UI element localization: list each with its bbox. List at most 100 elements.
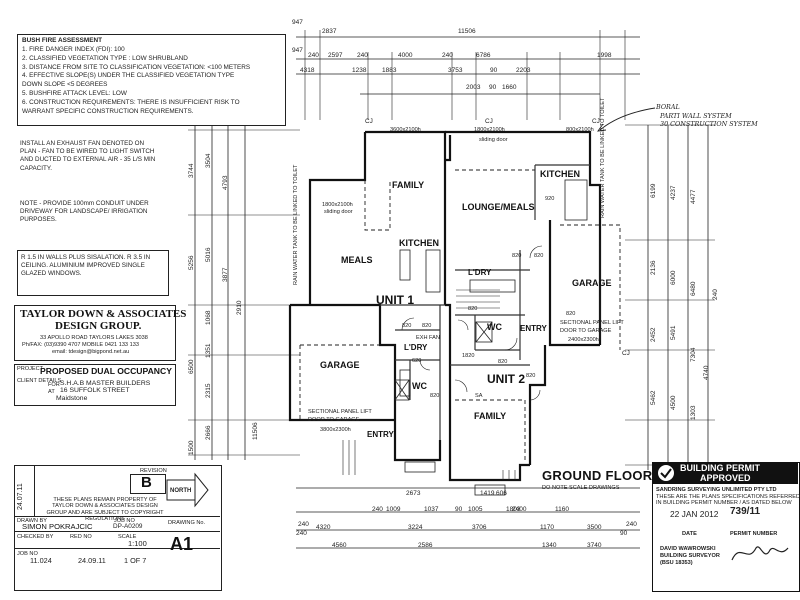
drawing-label: DRAWING No. bbox=[168, 520, 206, 526]
door-code: 820 bbox=[526, 373, 536, 379]
firm-name-line2: DESIGN GROUP. bbox=[55, 320, 142, 332]
room-lounge-meals: LOUNGE/MEALS bbox=[462, 202, 535, 212]
firm-block bbox=[14, 305, 176, 361]
insulation-note: R 1.5 IN WALLS PLUS SISALATION. R 3.5 IN… bbox=[21, 254, 151, 278]
dimension-left: 1351 bbox=[205, 343, 212, 358]
title-block bbox=[14, 465, 222, 591]
room-wc-2: WC bbox=[487, 322, 502, 332]
room-wc-1: WC bbox=[412, 381, 427, 391]
dimension-top: 1660 bbox=[502, 84, 517, 91]
job2-label: JOB NO bbox=[17, 551, 38, 557]
dimension-top: 240 bbox=[442, 52, 453, 59]
window-annotation-2: 3600x2100h bbox=[390, 127, 421, 133]
dimension-bottom: 240 bbox=[372, 506, 383, 513]
dimension-left: 2666 bbox=[205, 425, 212, 440]
dimension-top: 947 bbox=[292, 47, 303, 54]
red-label: RED NO bbox=[70, 534, 92, 540]
boral-note-line3: 30 CONSTRUCTION SYSTEM bbox=[660, 120, 758, 128]
exhaust-fan-note: INSTALL AN EXHAUST FAN DENOTED ON PLAN -… bbox=[20, 140, 156, 172]
window-annotation-4: 800x2100h bbox=[566, 127, 594, 133]
project-block bbox=[14, 364, 176, 406]
project-builder: S.H.A.B MASTER BUILDERS bbox=[60, 380, 151, 387]
dimension-left: 5256 bbox=[188, 255, 195, 270]
dimension-top: 240 bbox=[308, 52, 319, 59]
dimension-top: 6786 bbox=[476, 52, 491, 59]
room-family-1: FAMILY bbox=[392, 180, 425, 190]
date2-value: 24.09.11 bbox=[78, 556, 106, 565]
room-family-2: FAMILY bbox=[474, 411, 507, 421]
dimension-right: 6199 bbox=[650, 183, 657, 198]
title-block-divider-2 bbox=[14, 531, 220, 532]
door-code: 820 bbox=[468, 306, 478, 312]
unit2-label: UNIT 2 bbox=[487, 372, 526, 386]
sliding-door-2: sliding door bbox=[479, 137, 508, 143]
plan-title: GROUND FLOOR bbox=[542, 468, 653, 483]
dimension-bottom: 90 bbox=[455, 506, 463, 513]
title-block-divider-v bbox=[34, 465, 35, 516]
scale-value: 1:100 bbox=[128, 539, 147, 548]
dimension-left: 3744 bbox=[188, 163, 195, 178]
bushfire-line: 6. CONSTRUCTION REQUIREMENTS: THERE IS I… bbox=[22, 98, 240, 106]
dimension-bottom: 90 bbox=[620, 530, 628, 537]
dimension-bottom: 1160 bbox=[555, 506, 569, 513]
scale-label: SCALE bbox=[118, 534, 137, 540]
dimension-left: 1500 bbox=[188, 440, 195, 455]
room-ldry-2: L'DRY bbox=[468, 268, 492, 277]
dimension-bottom: 240 bbox=[296, 530, 307, 537]
dimension-right: 6480 bbox=[690, 281, 697, 296]
signature-mark bbox=[731, 546, 789, 561]
north-arrow-icon bbox=[166, 472, 209, 508]
dimension-bottom: 3500 bbox=[587, 524, 602, 531]
permit-date-label: DATE bbox=[682, 531, 697, 537]
garage-lift-note-2: SECTIONAL PANEL LIFT DOOR TO GARAGE bbox=[560, 320, 624, 334]
dimension-top: 2003 bbox=[466, 84, 481, 91]
job2-value: 11.024 bbox=[30, 556, 52, 565]
door-code: 820 bbox=[534, 253, 544, 259]
bushfire-assessment-box bbox=[17, 34, 286, 126]
project-label: PROJECT bbox=[17, 366, 44, 372]
dimension-right: 5462 bbox=[650, 390, 657, 405]
boral-note-line2: PARTI WALL SYSTEM bbox=[660, 112, 732, 120]
unit1-label: UNIT 1 bbox=[376, 293, 415, 307]
dimension-bottom: 3224 bbox=[408, 524, 423, 531]
dimension-right: 4740 bbox=[703, 365, 710, 380]
permit-reg: (BSU 18353) bbox=[660, 560, 693, 566]
permit-role: BUILDING SURVEYOR bbox=[660, 553, 720, 559]
control-joint-3: CJ bbox=[592, 118, 600, 125]
dimension-top: 4318 bbox=[300, 67, 315, 74]
garage-lift-note-1: SECTIONAL PANEL LIFT DOOR TO GARAGE bbox=[308, 409, 372, 423]
firm-email: email: tdesign@bigpond.net.au bbox=[52, 349, 130, 355]
control-joint-2: CJ bbox=[485, 118, 493, 125]
revision-label: REVISION bbox=[140, 468, 167, 474]
dimension-left: 4793 bbox=[222, 175, 229, 190]
dimension-bottom: 3740 bbox=[587, 542, 602, 549]
dimension-top: 240 bbox=[357, 52, 368, 59]
project-suburb: Maidstone bbox=[56, 395, 88, 402]
dimension-top: 1998 bbox=[597, 52, 612, 59]
conduit-note: NOTE - PROVIDE 100mm CONDUIT UNDER DRIVE… bbox=[20, 200, 149, 224]
room-entry-1: ENTRY bbox=[367, 430, 394, 439]
permit-number: 739/11 bbox=[730, 506, 761, 517]
project-at: AT bbox=[48, 389, 55, 395]
copyright-note: THESE PLANS REMAIN PROPERTY OF TAYLOR DO… bbox=[46, 497, 164, 523]
boral-note-line1: BORAL bbox=[656, 103, 680, 111]
dimension-bottom: 1005 bbox=[468, 506, 483, 513]
dimension-left: 1068 bbox=[205, 310, 212, 325]
rain-tank-note-1: RAIN WATER TANK TO BE LINKED TO TOILET bbox=[293, 164, 299, 285]
dimension-bottom: 3706 bbox=[472, 524, 487, 531]
check-mark-icon bbox=[658, 465, 674, 481]
room-kitchen-2: KITCHEN bbox=[540, 169, 580, 179]
door-code: SA bbox=[475, 393, 483, 399]
dimension-top: 2597 bbox=[328, 52, 343, 59]
dimension-right: 5491 bbox=[670, 325, 677, 340]
insulation-note-box bbox=[17, 250, 169, 296]
room-entry-2: ENTRY bbox=[520, 324, 547, 333]
room-garage-2: GARAGE bbox=[572, 278, 612, 288]
job-value: DP-A0209 bbox=[113, 523, 143, 530]
dimension-top: 11506 bbox=[458, 28, 476, 35]
firm-address: 33 APOLLO ROAD TAYLORS LAKES 3038 bbox=[40, 335, 148, 341]
dimension-top: 90 bbox=[489, 84, 497, 91]
dimension-left: 3504 bbox=[205, 153, 212, 168]
dimension-top: 4000 bbox=[398, 52, 413, 59]
dimension-bottom: 2673 bbox=[406, 490, 421, 497]
